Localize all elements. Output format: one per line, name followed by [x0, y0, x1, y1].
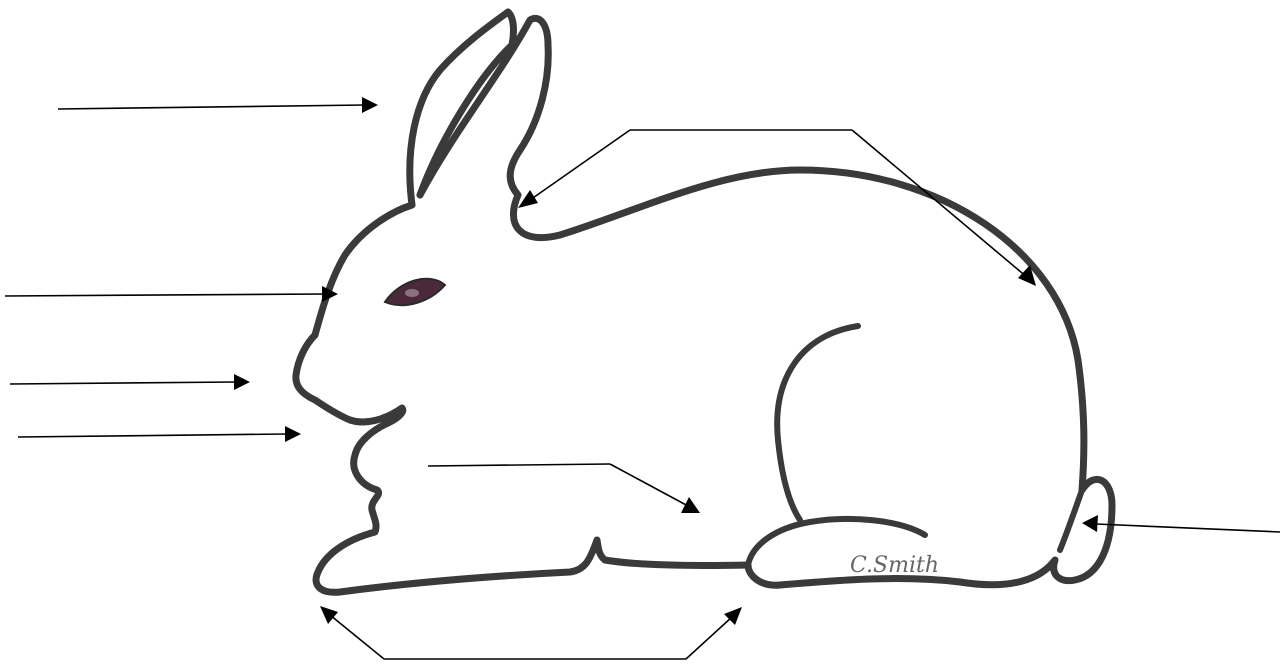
label-arrows	[4, 97, 1281, 660]
nose-arrowhead	[234, 374, 250, 390]
rabbit-front-ear	[416, 15, 552, 199]
neck-arrowhead	[518, 190, 538, 208]
front-foot-arrowhead	[320, 606, 338, 624]
back-leader-line	[851, 129, 1029, 279]
mouth-leader-line	[17, 433, 288, 438]
artist-signature: C.Smith	[850, 553, 939, 578]
mouth-arrowhead	[285, 426, 301, 442]
hind-foot-arrowhead	[724, 607, 742, 625]
rabbit-eye-highlight	[405, 289, 419, 297]
tail-arrowhead	[1082, 515, 1098, 532]
rabbit-hind-foot-line	[745, 515, 928, 568]
rabbit-back-ear	[406, 8, 517, 209]
front-foot-leader-line	[329, 614, 385, 660]
body-leader-line-horizontal	[427, 463, 611, 467]
ear-leader-line	[57, 104, 366, 110]
rabbit-haunch-line	[774, 323, 861, 523]
back-arrowhead	[1018, 265, 1036, 286]
nose-leader-line	[9, 381, 237, 385]
hind-foot-leader-line	[685, 616, 733, 660]
body-leader-line-diagonal	[609, 463, 689, 507]
cheek-leader-line	[4, 293, 326, 297]
rabbit-tail-line	[1057, 487, 1085, 553]
ear-arrowhead	[362, 97, 378, 113]
tail-leader-line	[1095, 523, 1281, 533]
neck-leader-line	[529, 129, 631, 201]
rabbit-drawing: C.Smith	[292, 8, 1116, 596]
cheek-arrowhead	[322, 286, 338, 302]
rabbit-body-outline	[292, 166, 1116, 596]
body-arrowhead	[681, 497, 700, 513]
